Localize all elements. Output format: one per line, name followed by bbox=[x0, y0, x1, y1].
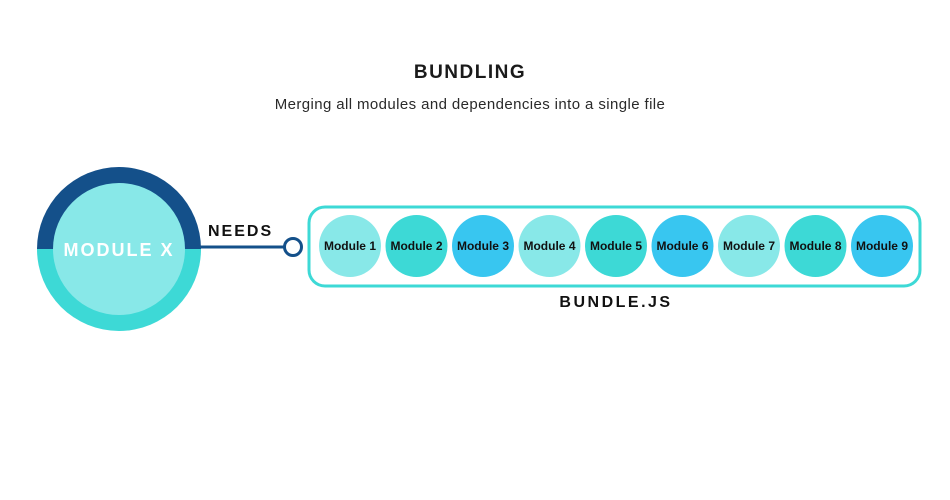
module-x-label: MODULE X bbox=[63, 240, 174, 260]
bundle-module-label: Module 3 bbox=[457, 239, 509, 253]
module-x-node: MODULE X bbox=[37, 167, 201, 331]
needs-label: NEEDS bbox=[208, 223, 273, 240]
bundle-module-circle bbox=[452, 215, 514, 277]
bundle-module-8: Module 8 bbox=[784, 215, 847, 277]
bundle-container: Module 1 Module 2 Module 3 Module 4 Module 5… bbox=[307, 205, 922, 311]
bundle-module-label: Module 7 bbox=[723, 239, 775, 253]
bundle-module-circle bbox=[718, 215, 780, 277]
bundle-module-label: Module 8 bbox=[789, 239, 841, 253]
bundle-module-circle bbox=[518, 215, 581, 277]
module-x-inner bbox=[53, 183, 185, 315]
page-title: BUNDLING bbox=[413, 62, 527, 83]
bundle-module-label: Module 4 bbox=[523, 239, 575, 253]
bundle-module-circle bbox=[651, 215, 714, 277]
bundle-module-4: Module 4 bbox=[518, 215, 581, 277]
bundle-module-6: Module 6 bbox=[651, 215, 714, 277]
bundle-module-7: Module 7 bbox=[718, 215, 780, 277]
bundle-module-5: Module 5 bbox=[585, 215, 647, 277]
bundle-module-label: Module 9 bbox=[856, 239, 908, 253]
bundle-module-9: Module 9 bbox=[851, 215, 913, 277]
connector-endpoint bbox=[283, 237, 303, 257]
page-subtitle: Merging all modules and dependencies int… bbox=[274, 96, 666, 113]
bundle-module-circle bbox=[385, 215, 448, 277]
bundle-module-circle bbox=[585, 215, 647, 277]
bundle-module-label: Module 6 bbox=[656, 239, 708, 253]
bundle-module-circle bbox=[851, 215, 913, 277]
bundle-module-circle bbox=[784, 215, 847, 277]
bundle-module-2: Module 2 bbox=[385, 215, 448, 277]
bundle-module-label: Module 5 bbox=[590, 239, 642, 253]
bundle-label: BUNDLE.JS bbox=[559, 294, 672, 311]
bundle-module-1: Module 1 bbox=[319, 215, 381, 277]
bundle-module-label: Module 2 bbox=[390, 239, 442, 253]
bundle-module-label: Module 1 bbox=[324, 239, 376, 253]
bundle-module-circle bbox=[319, 215, 381, 277]
bundle-modules: Module 1 Module 2 Module 3 Module 4 Module 5… bbox=[319, 215, 913, 277]
bundle-module-3: Module 3 bbox=[452, 215, 514, 277]
needs-connector: NEEDS bbox=[196, 223, 303, 257]
